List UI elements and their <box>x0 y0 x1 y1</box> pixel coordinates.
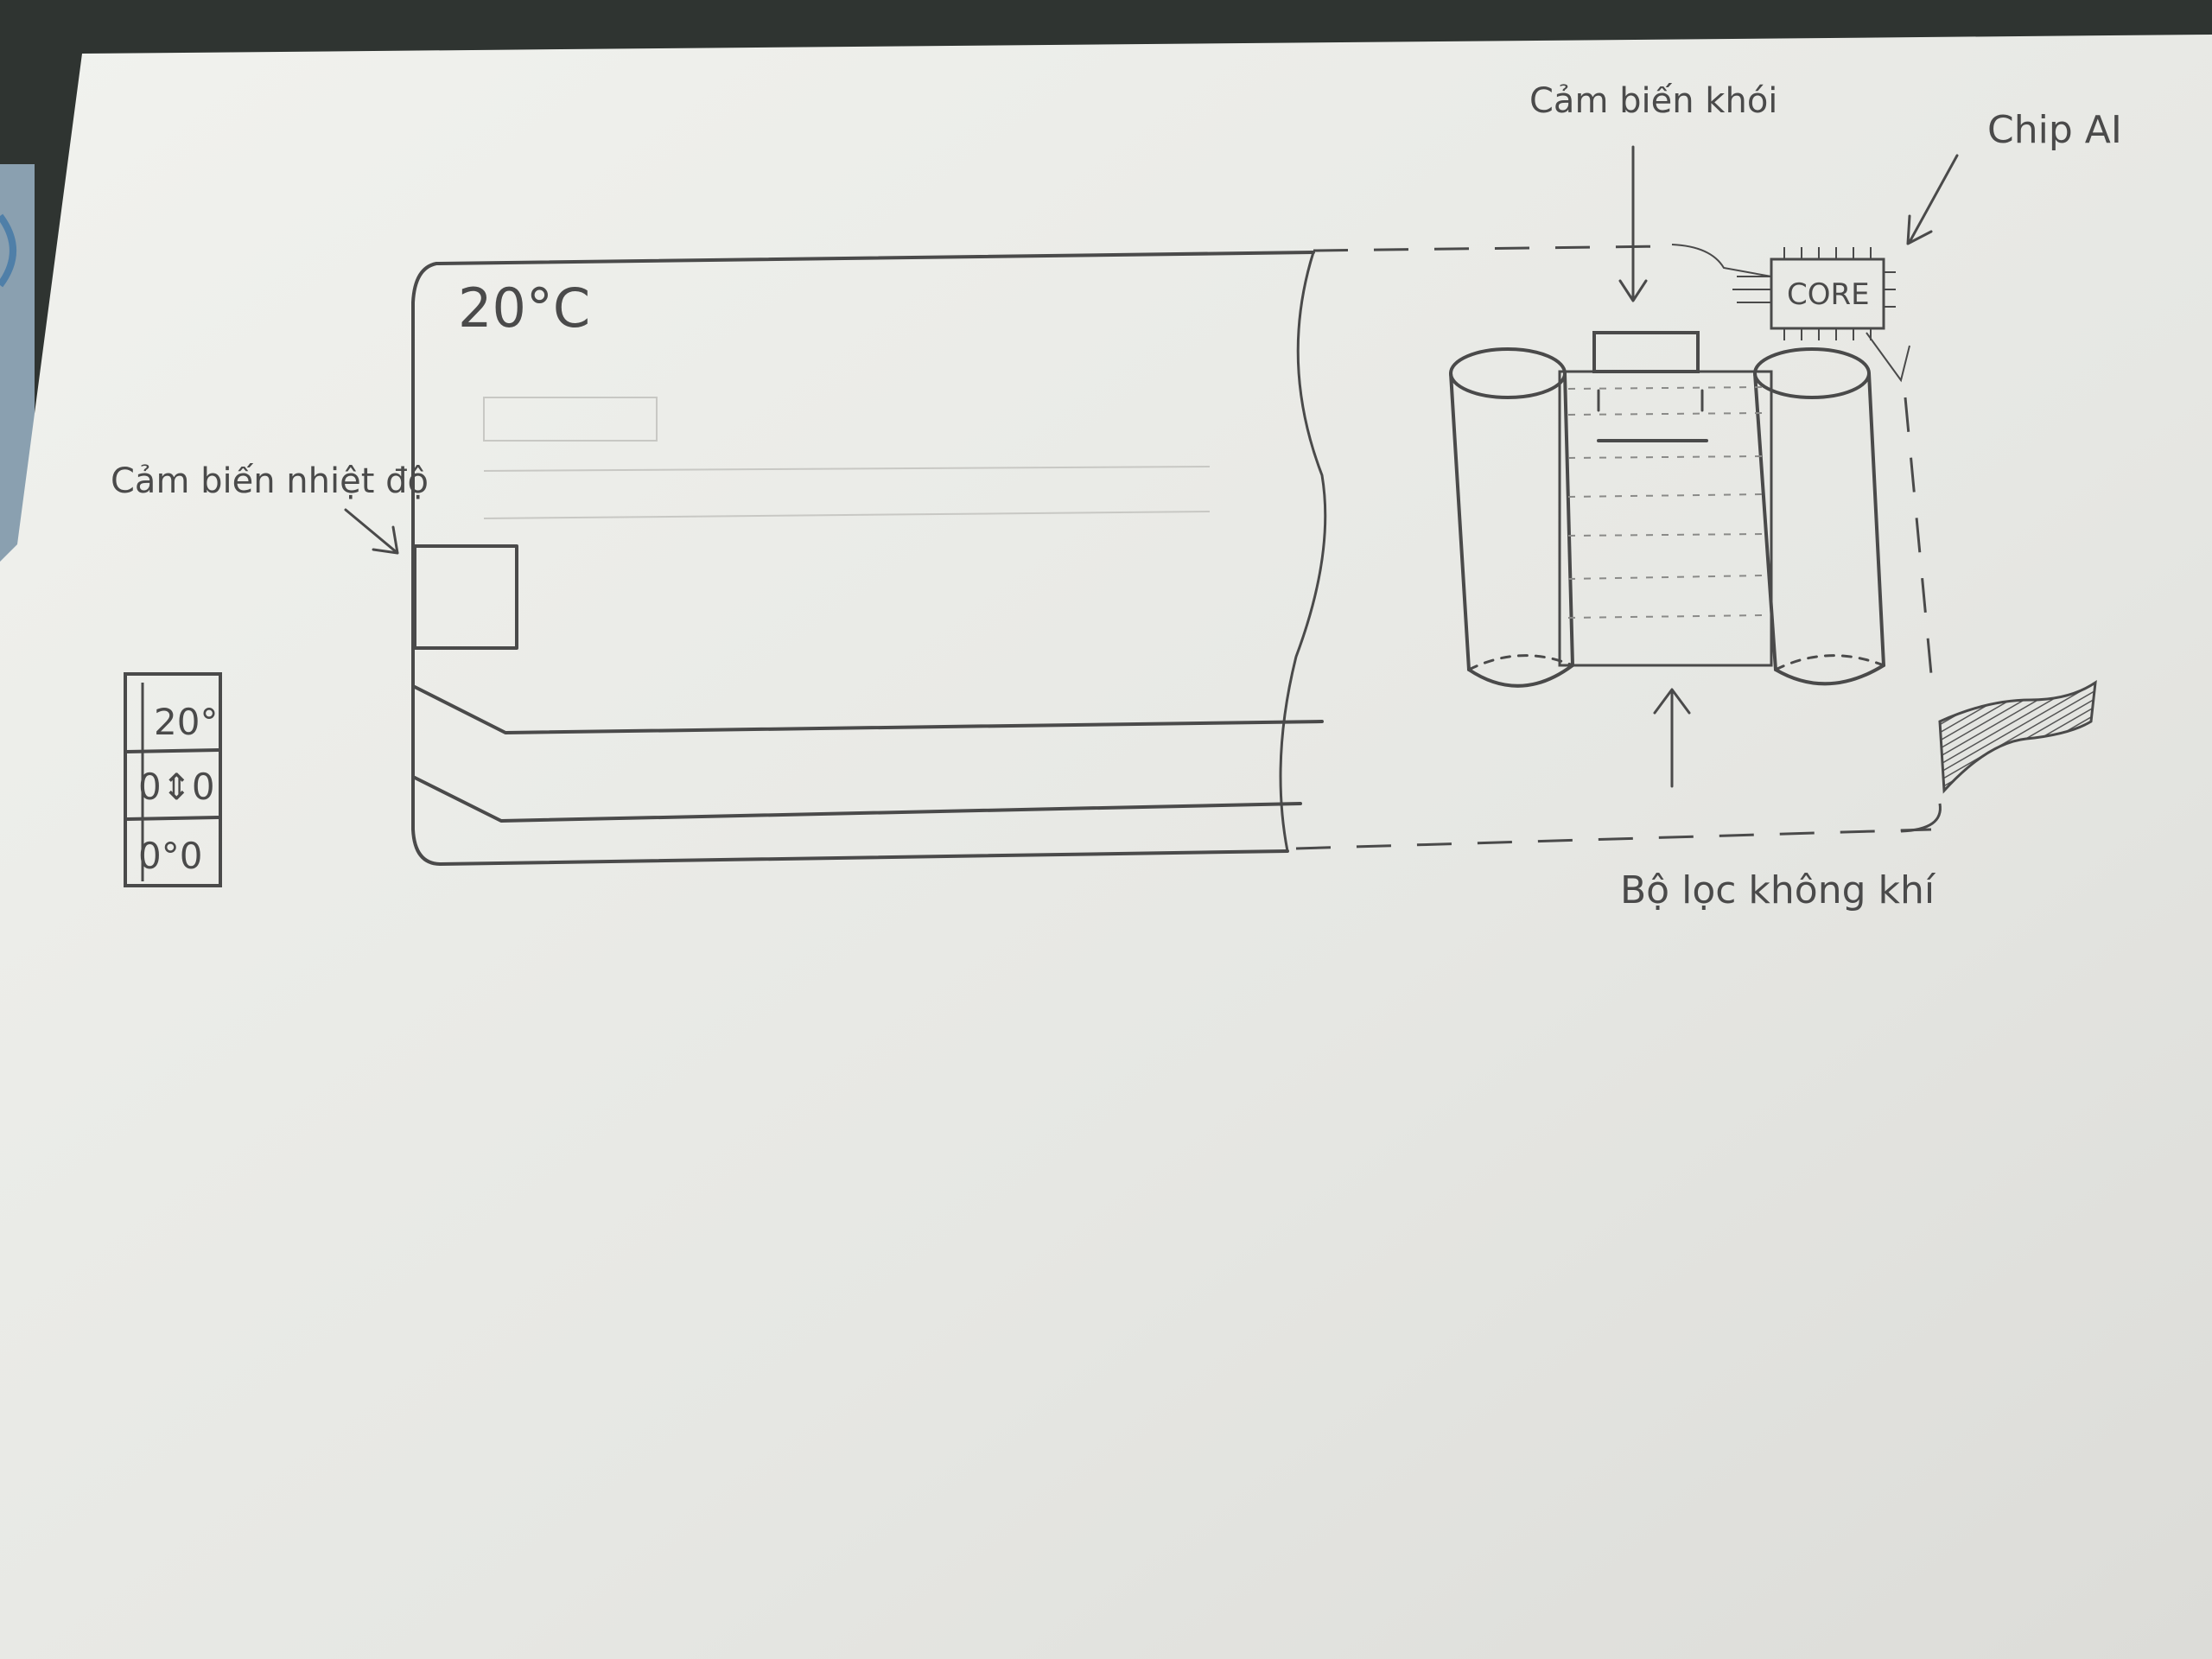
remote-mode-buttons: 0⇕0 <box>138 766 215 808</box>
paper-sheet <box>0 35 2212 1659</box>
display-temperature: 20°C <box>458 276 590 340</box>
remote-fan-buttons: 0°0 <box>138 835 202 877</box>
label-air-filter: Bộ lọc không khí <box>1620 868 1936 912</box>
remote-temp-display: 20° <box>154 701 218 743</box>
label-temp-sensor: Cảm biến nhiệt độ <box>111 461 429 501</box>
label-ai-chip: Chip AI <box>1987 108 2122 152</box>
label-smoke-sensor: Cảm biến khói <box>1529 81 1777 121</box>
ai-chip-text: CORE <box>1787 277 1870 312</box>
